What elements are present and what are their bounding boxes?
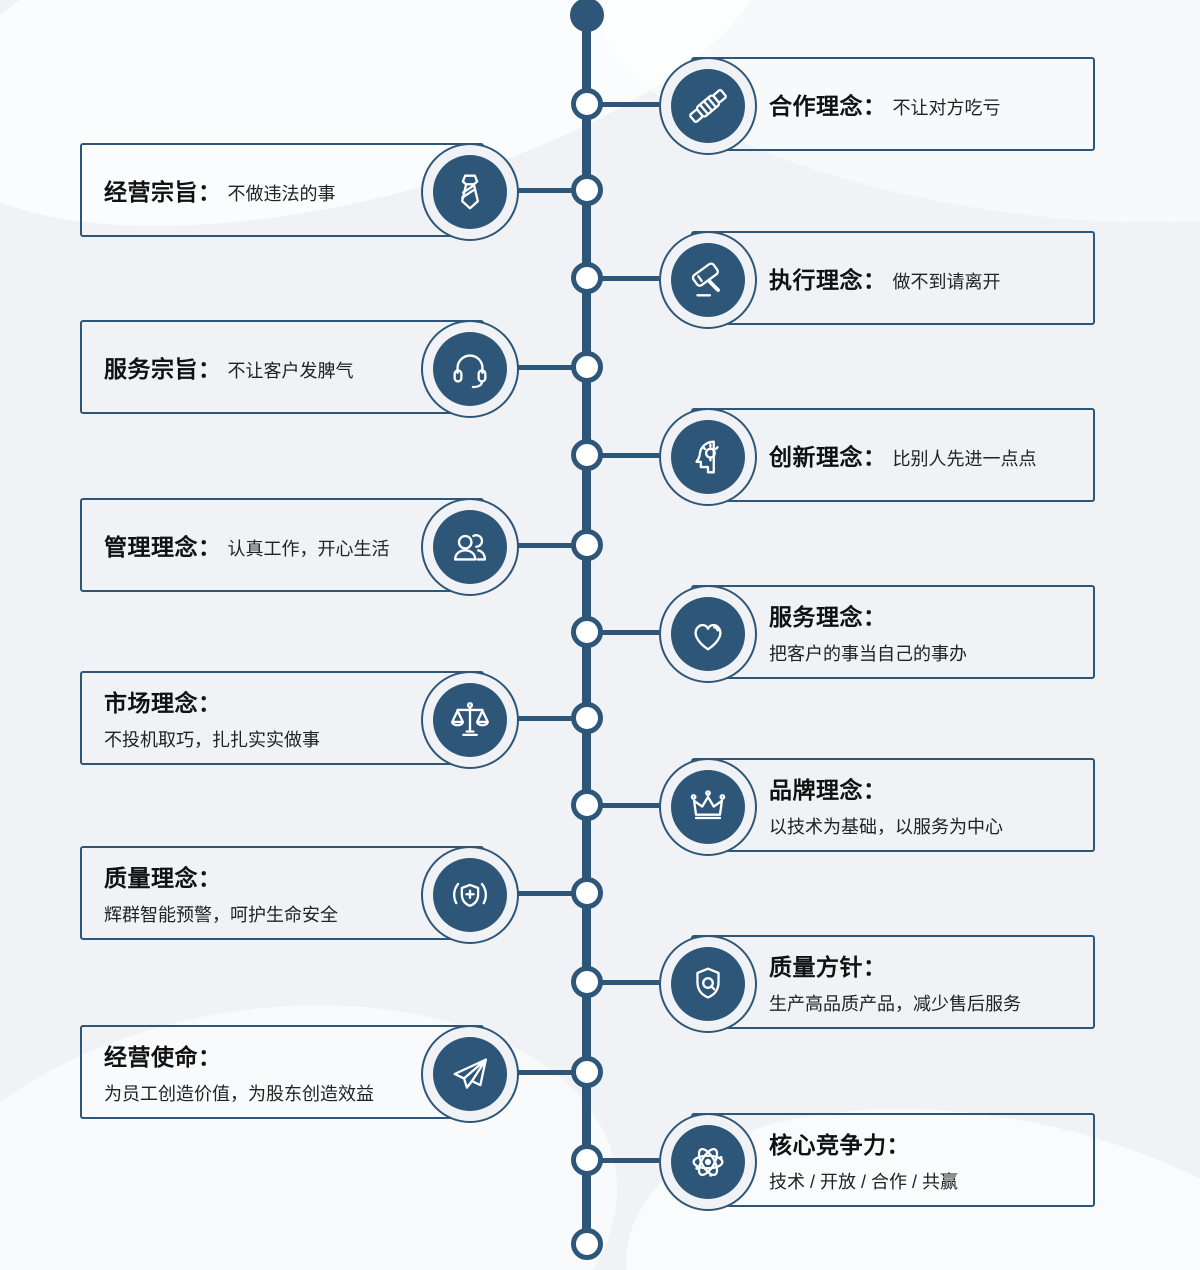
item-description: 认真工作，开心生活 — [227, 539, 390, 559]
atom-icon — [692, 1148, 724, 1177]
item-description: 做不到请离开 — [892, 272, 1001, 292]
item-title: 核心竞争力： — [769, 1132, 910, 1158]
connector-line — [584, 980, 659, 985]
connector-line — [514, 543, 588, 548]
timeline-node — [571, 439, 603, 471]
item-description: 把客户的事当自己的事办 — [769, 644, 967, 664]
card-quality-policy: 质量方针： 生产高品质产品，减少售后服务 — [659, 935, 1095, 1033]
timeline-node — [571, 529, 603, 561]
card-market-concept: 市场理念： 不投机取巧，扎扎实实做事 — [80, 671, 519, 769]
timeline-start-dot — [570, 0, 604, 32]
connector-line — [514, 1070, 588, 1075]
timeline-node — [571, 616, 603, 648]
item-title: 服务宗旨： — [104, 356, 222, 382]
item-description: 比别人先进一点点 — [892, 449, 1037, 469]
item-description: 为员工创造价值，为股东创造效益 — [104, 1084, 374, 1104]
timeline-node — [571, 789, 603, 821]
item-description: 技术 / 开放 / 合作 / 共赢 — [769, 1172, 959, 1192]
timeline-node — [571, 966, 603, 998]
heart-icon — [694, 623, 722, 651]
team-icon — [453, 534, 487, 561]
item-title: 执行理念： — [769, 267, 887, 293]
connector-line — [514, 188, 588, 193]
connector-line — [584, 276, 659, 281]
card-business-mission: 经营使命： 为员工创造价值，为股东创造效益 — [80, 1025, 519, 1123]
timeline-node — [571, 174, 603, 206]
timeline-node — [571, 1056, 603, 1088]
card-management-concept: 管理理念： 认真工作，开心生活 — [80, 498, 519, 596]
connector-line — [584, 453, 659, 458]
card-cooperation-concept: 合作理念： 不让对方吃亏 — [659, 57, 1095, 155]
item-description: 不做违法的事 — [227, 184, 336, 204]
necktie-icon — [460, 174, 480, 210]
timeline-node — [571, 351, 603, 383]
timeline-node — [571, 262, 603, 294]
card-execution-concept: 执行理念： 做不到请离开 — [659, 231, 1095, 329]
item-description: 不让对方吃亏 — [892, 98, 1001, 118]
connector-line — [514, 891, 588, 896]
item-title: 市场理念： — [104, 690, 222, 716]
innovation-head-icon — [695, 440, 719, 474]
card-business-purpose: 经营宗旨： 不做违法的事 — [80, 143, 519, 241]
connector-line — [514, 716, 588, 721]
card-core-competitiveness: 核心竞争力： 技术 / 开放 / 合作 / 共赢 — [659, 1113, 1095, 1211]
item-description: 辉群智能预警，呵护生命安全 — [104, 905, 338, 925]
timeline-node — [571, 702, 603, 734]
timeline-node — [571, 877, 603, 909]
connector-line — [514, 365, 588, 370]
connector-line — [584, 1158, 659, 1163]
item-description: 不让客户发脾气 — [227, 361, 354, 381]
connector-line — [584, 803, 659, 808]
card-service-purpose: 服务宗旨： 不让客户发脾气 — [80, 320, 519, 418]
card-service-concept: 服务理念： 把客户的事当自己的事办 — [659, 585, 1095, 683]
gavel-icon — [691, 262, 720, 297]
item-title: 经营使命： — [104, 1044, 222, 1070]
paper-plane-icon — [453, 1058, 487, 1089]
scales-icon — [451, 702, 489, 737]
item-description: 以技术为基础，以服务为中心 — [769, 817, 1003, 837]
timeline-node — [571, 88, 603, 120]
item-title: 质量方针： — [769, 954, 887, 980]
item-title: 创新理念： — [769, 444, 887, 470]
card-innovation-concept: 创新理念： 比别人先进一点点 — [659, 408, 1095, 506]
item-title: 服务理念： — [769, 604, 887, 630]
connector-line — [584, 630, 659, 635]
timeline-end-circle — [571, 1228, 603, 1260]
item-title: 经营宗旨： — [104, 179, 222, 205]
shield-plus-icon — [453, 882, 487, 907]
item-title: 品牌理念： — [769, 777, 887, 803]
crown-icon — [690, 790, 726, 820]
item-description: 不投机取巧，扎扎实实做事 — [104, 730, 320, 750]
item-description: 生产高品质产品，减少售后服务 — [769, 994, 1021, 1014]
headset-icon — [453, 354, 487, 389]
item-title: 质量理念： — [104, 865, 222, 891]
handshake-icon — [689, 89, 727, 123]
item-title: 合作理念： — [769, 93, 887, 119]
item-title: 管理理念： — [104, 534, 222, 560]
connector-line — [584, 102, 659, 107]
shield-quality-icon — [696, 967, 720, 999]
timeline-node — [571, 1144, 603, 1176]
card-quality-concept: 质量理念： 辉群智能预警，呵护生命安全 — [80, 846, 519, 944]
card-brand-concept: 品牌理念： 以技术为基础，以服务为中心 — [659, 758, 1095, 856]
